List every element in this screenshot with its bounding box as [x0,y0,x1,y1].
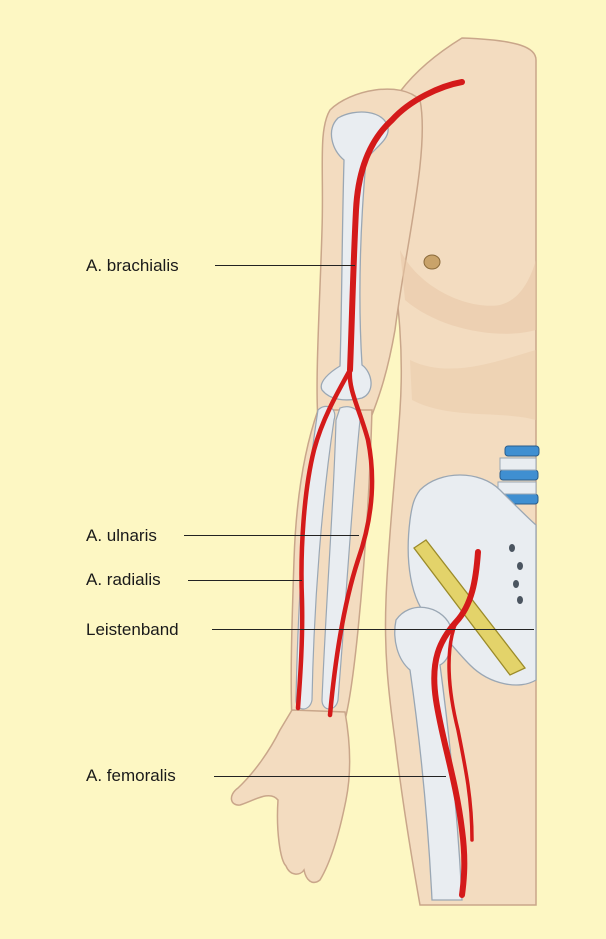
leader-a-ulnaris [184,535,359,536]
label-a-brachialis: A. brachialis [86,256,179,275]
leader-a-radialis [188,580,302,581]
nipple [423,254,441,270]
artery-femoral [431,549,481,898]
ab-shading [410,350,536,420]
hand-shape [230,709,351,884]
arteries [295,79,481,898]
inguinal-ligament [413,539,527,676]
label-leistenband: Leistenband [86,620,179,639]
leader-a-brachialis [215,265,355,266]
artery-axillary-brachial [347,79,465,373]
chest-shading [400,250,536,334]
label-a-radialis: A. radialis [86,570,161,589]
leader-a-femoralis [214,776,446,777]
label-a-femoralis: A. femoralis [86,766,176,785]
artery-ulnar [327,367,375,718]
label-a-ulnaris: A. ulnaris [86,526,157,545]
artery-radial [295,367,353,711]
leader-leistenband [212,629,534,630]
artery-femoral-branch [447,620,474,842]
sacral-foramina [509,544,523,604]
